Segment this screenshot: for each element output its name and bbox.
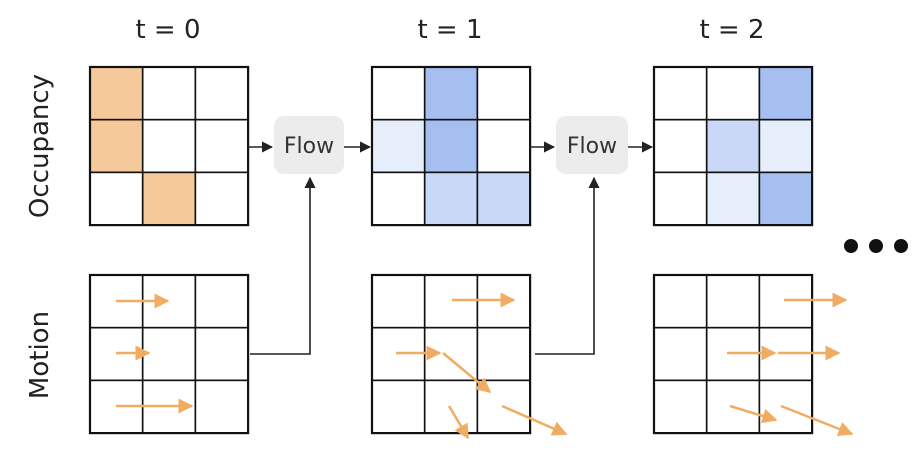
flow-block-1: Flow [274, 116, 344, 174]
grid-cell [653, 326, 708, 382]
grid-cell [141, 118, 197, 174]
grid-cell [758, 274, 813, 329]
grid-cell [194, 66, 249, 121]
grid-cell [89, 66, 144, 121]
grid-cell [371, 274, 426, 329]
grid-cell [653, 118, 708, 174]
motion-to-flow-arrow [535, 176, 600, 355]
grid-border [652, 65, 814, 227]
grid-cell [141, 66, 197, 121]
grid-cell [371, 118, 426, 174]
grid-cell [705, 274, 761, 329]
motion-grid-t0 [88, 273, 250, 435]
grid-cell [141, 326, 197, 382]
time-label-t1: t = 1 [417, 15, 482, 45]
grid-cell [194, 118, 249, 174]
connectors [248, 141, 654, 355]
grid-cell [371, 379, 426, 434]
time-label-t0: t = 0 [135, 15, 200, 45]
ellipsis-icon [844, 239, 908, 253]
grid-cell [423, 118, 479, 174]
grid-cell [758, 118, 813, 174]
motion-vectors-t2 [727, 292, 854, 437]
grid-cell [194, 379, 249, 434]
occupancy-grid-t0 [88, 65, 250, 227]
motion-to-flow-arrow [250, 176, 316, 355]
grid-cell [653, 274, 708, 329]
flow-block-2: Flow [556, 116, 628, 174]
grid-cell [653, 379, 708, 434]
grid-cell [89, 171, 144, 226]
grid-cell [476, 118, 531, 174]
grid-cell [423, 379, 479, 434]
grid-cell [758, 171, 813, 226]
grid-cell [653, 171, 708, 226]
grid-cell [476, 171, 531, 226]
grid-cell [194, 274, 249, 329]
grid-cell [423, 66, 479, 121]
motion-vectors-t0 [116, 293, 194, 414]
flow-box [556, 116, 628, 174]
flow-label: Flow [284, 134, 334, 159]
occupancy-row-label: Occupancy [25, 74, 55, 218]
grid-cell [194, 171, 249, 226]
occupancy-grid-t2 [652, 65, 814, 227]
motion-arrow [780, 404, 854, 437]
grid-cell [476, 326, 531, 382]
motion-arrow [501, 404, 568, 436]
time-label-t2: t = 2 [699, 15, 764, 45]
grid-border [88, 65, 250, 227]
motion-vectors-t1 [396, 292, 568, 440]
motion-arrow [442, 352, 492, 393]
grid-cell [423, 274, 479, 329]
grid-cell [141, 171, 197, 226]
grid-border [370, 273, 532, 435]
grid-border [88, 273, 250, 435]
motion-row-label: Motion [25, 311, 55, 399]
grid-cell [705, 171, 761, 226]
grid-cell [371, 66, 426, 121]
motion-arrow [447, 405, 470, 440]
grid-border [370, 65, 532, 227]
grid-cell [89, 118, 144, 174]
grid-cell [758, 66, 813, 121]
grid-cell [705, 118, 761, 174]
grid-cell [371, 171, 426, 226]
grid-cell [423, 171, 479, 226]
grid-cell [476, 66, 531, 121]
flow-box [274, 116, 344, 174]
grid-cell [194, 326, 249, 382]
motion-arrow [729, 404, 778, 424]
grid-cell [653, 66, 708, 121]
flow-label: Flow [567, 134, 617, 159]
motion-grid-t2 [652, 273, 814, 435]
grid-cell [476, 274, 531, 329]
occupancy-grid-t1 [370, 65, 532, 227]
grid-cell [705, 66, 761, 121]
